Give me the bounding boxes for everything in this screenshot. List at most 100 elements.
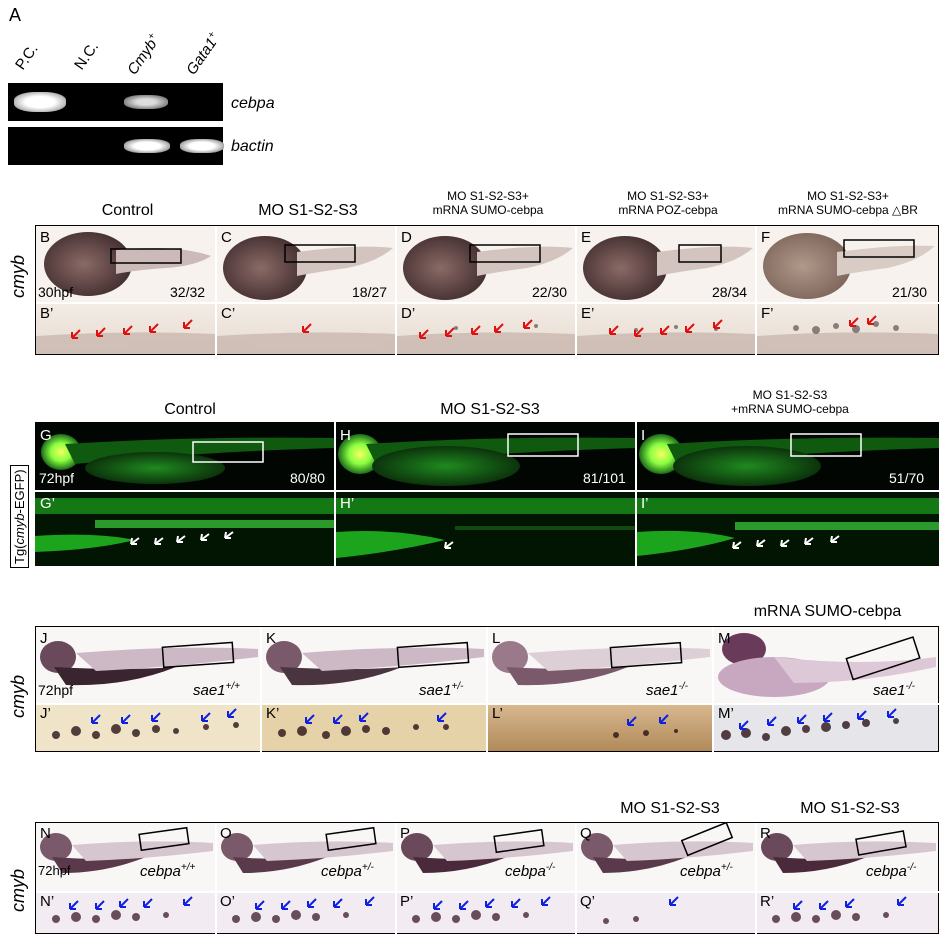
- embryo-l: [488, 627, 712, 703]
- gene-label-cebpa: cebpa: [231, 95, 275, 112]
- row-j-figure: [36, 627, 940, 753]
- title-r: MO S1-S2-S3: [800, 800, 900, 817]
- embryo-q: [577, 823, 755, 891]
- gel-band: [124, 139, 170, 153]
- lane-label-cmyb: Cmyb+: [124, 30, 161, 78]
- inset-letter-e: E’: [581, 305, 595, 322]
- panel-letter-p: P: [400, 825, 411, 842]
- inset-letter-i: I’: [641, 495, 649, 512]
- panel-letter-e: E: [581, 229, 592, 246]
- title-c: MO S1-S2-S3: [258, 202, 358, 219]
- title-h: MO S1-S2-S3: [440, 401, 540, 418]
- inset-letter-f: F’: [761, 305, 774, 322]
- panel-frame-b: [35, 225, 940, 356]
- stage-label-b: 30hpf: [38, 284, 74, 300]
- row-g-figure: [35, 422, 939, 566]
- embryo-n: [36, 823, 215, 891]
- panel-letter-i: I: [641, 427, 646, 444]
- panel-letter-b: B: [40, 229, 51, 246]
- gel-band: [14, 92, 66, 112]
- title-g: Control: [164, 401, 216, 418]
- embryo-h: [336, 422, 635, 490]
- title-q: MO S1-S2-S3: [620, 800, 720, 817]
- panel-letter-g: G: [40, 427, 52, 444]
- inset-letter-m: M’: [718, 705, 734, 722]
- panel-letter-q: Q: [580, 825, 592, 842]
- inset-letter-k: K’: [266, 705, 280, 722]
- embryo-c: [217, 226, 395, 302]
- title-e: MO S1-S2-S3+mRNA POZ-cebpa: [618, 189, 718, 217]
- panel-frame-g: [35, 422, 939, 566]
- inset-letter-h: H’: [340, 495, 355, 512]
- panel-letter-a: A: [9, 5, 22, 25]
- panel-letter-f: F: [761, 229, 771, 246]
- gel-band: [124, 95, 168, 109]
- gel-row-cebpa: [8, 83, 223, 121]
- title-f: MO S1-S2-S3+mRNA SUMO-cebpa △BR: [778, 189, 918, 217]
- genotype-j: sae1+/+: [193, 681, 240, 699]
- inset-letter-b: B’: [40, 305, 54, 322]
- panel-letter-h: H: [340, 427, 351, 444]
- insets-g: [35, 492, 939, 566]
- genotype-k: sae1+/-: [419, 681, 464, 699]
- embryo-g: [35, 422, 334, 490]
- side-label-cmyb-n: cmyb: [8, 868, 28, 912]
- insets-j: [36, 705, 938, 751]
- lane-label-pc: P.C.: [12, 40, 42, 73]
- side-label-cmyb-j: cmyb: [8, 674, 28, 718]
- row-n-figure: [36, 823, 940, 935]
- inset-letter-r: R’: [760, 893, 775, 910]
- inset-letter-q: Q’: [580, 893, 595, 910]
- panel-frame-j: [35, 626, 940, 753]
- lane-label-nc: N.C.: [71, 38, 103, 73]
- insets-b: [36, 304, 938, 354]
- genotype-o: cebpa+/-: [321, 862, 374, 880]
- embryo-d: [397, 226, 575, 302]
- gel-band: [180, 139, 224, 153]
- title-d: MO S1-S2-S3+mRNA SUMO-cebpa: [432, 189, 544, 217]
- embryo-k: [262, 627, 486, 703]
- lane-label-gata1: Gata1+: [183, 29, 221, 78]
- blue-arrows-j: [91, 708, 897, 730]
- genotype-q: cebpa+/-: [680, 862, 733, 880]
- genotype-r: cebpa-/-: [866, 862, 917, 880]
- panel-letter-r: R: [760, 825, 771, 842]
- embryo-j: [36, 627, 260, 703]
- panel-letter-j: J: [40, 630, 48, 647]
- inset-letter-j: J’: [40, 705, 51, 722]
- side-label-cmyb-b: cmyb: [8, 254, 28, 298]
- panel-letter-c: C: [221, 229, 232, 246]
- panel-letter-n: N: [40, 825, 51, 842]
- stage-label-n: 72hpf: [38, 863, 71, 878]
- inset-letter-l: L’: [492, 705, 503, 722]
- inset-letter-c: C’: [221, 305, 236, 322]
- genotype-m: sae1-/-: [873, 681, 915, 699]
- title-b: Control: [101, 202, 154, 219]
- panel-letter-o: O: [220, 825, 232, 842]
- count-d: 22/30: [532, 284, 568, 300]
- count-f: 21/30: [892, 284, 928, 300]
- count-e: 28/34: [712, 284, 748, 300]
- stage-label-g: 72hpf: [39, 470, 75, 486]
- white-arrows-g: [130, 531, 840, 549]
- genotype-n: cebpa+/+: [140, 862, 196, 880]
- inset-letter-g: G’: [40, 495, 55, 512]
- panel-letter-d: D: [401, 229, 412, 246]
- embryo-e: [577, 226, 755, 302]
- count-c: 18/27: [352, 284, 388, 300]
- count-b: 32/32: [170, 284, 206, 300]
- row-b-figure: [36, 226, 940, 356]
- embryo-o: [217, 823, 395, 891]
- inset-letter-p: P’: [400, 893, 414, 910]
- embryo-m: [714, 627, 938, 703]
- panel-letter-l: L: [492, 630, 501, 647]
- inset-letter-o: O’: [220, 893, 235, 910]
- genotype-l: sae1-/-: [646, 681, 688, 699]
- gel-row-bactin: [8, 127, 224, 165]
- panel-letter-m: M: [718, 630, 731, 647]
- panel-frame-n: [35, 822, 940, 935]
- title-i: MO S1-S2-S3+mRNA SUMO-cebpa: [731, 388, 849, 416]
- blue-arrows-n: [69, 896, 907, 910]
- embryo-i: [637, 422, 939, 490]
- red-arrows-b: [71, 315, 877, 339]
